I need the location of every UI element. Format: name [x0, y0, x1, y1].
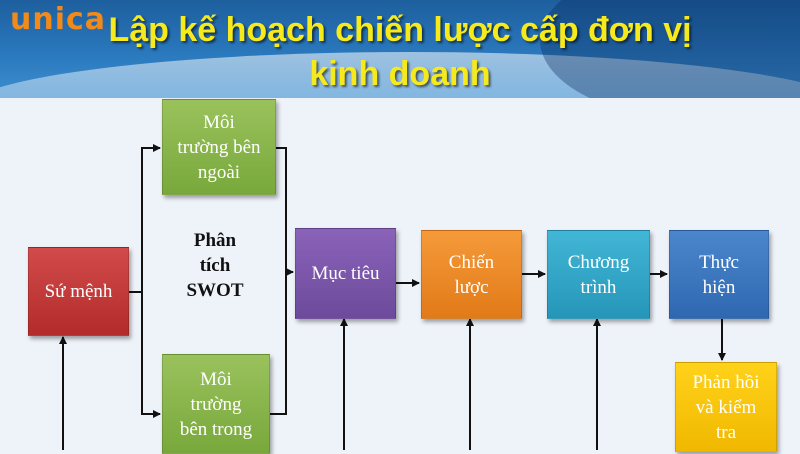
feedback-line-2: và kiểm: [695, 396, 757, 418]
arrow-mission-internal: [141, 292, 161, 418]
title-banner: [0, 0, 800, 98]
internal-line-1: Môi: [200, 368, 232, 390]
arrow-internal-goals: [270, 272, 287, 415]
feedback-line-1: Phản hồi: [692, 371, 760, 393]
program-box: Chương trình: [547, 230, 650, 319]
internal-line-2: trường: [190, 393, 242, 415]
external-line-1: Môi: [203, 111, 235, 133]
feedback-line-3: tra: [715, 421, 737, 443]
arrow-mission-external: [129, 144, 161, 293]
external-line-2: trường bên: [177, 136, 261, 158]
strategy-line-2: lược: [454, 276, 489, 298]
unica-logo: unica: [10, 2, 107, 37]
implementation-line-1: Thực: [699, 251, 739, 273]
strategy-line-1: Chiến: [448, 251, 495, 273]
swot-line-3: SWOT: [186, 280, 244, 301]
internal-line-3: bên trong: [179, 418, 253, 440]
feedback-control-box: Phản hồi và kiểm tra: [675, 362, 777, 452]
title-line-2: kinh doanh: [309, 55, 491, 93]
implementation-line-2: hiện: [702, 276, 736, 298]
goals-label: Mục tiêu: [311, 263, 380, 284]
swot-analysis-label: Phân tích SWOT: [165, 228, 265, 303]
banner-shade: [540, 0, 800, 98]
program-line-1: Chương: [567, 251, 630, 273]
goals-box: Mục tiêu: [295, 228, 396, 319]
external-environment-box: Môi trường bên ngoài: [162, 99, 276, 195]
slide-title: Lập kế hoạch chiến lược cấp đơn vị kinh …: [0, 8, 800, 96]
arrow-external-goals: [276, 147, 294, 276]
swot-line-1: Phân: [193, 230, 237, 251]
title-line-1: Lập kế hoạch chiến lược cấp đơn vị: [108, 11, 692, 49]
implementation-box: Thực hiện: [669, 230, 769, 319]
external-line-3: ngoài: [197, 161, 241, 183]
mission-box: Sứ mệnh: [28, 247, 129, 336]
program-line-2: trình: [580, 276, 617, 298]
strategy-box: Chiến lược: [421, 230, 522, 319]
internal-environment-box: Môi trường bên trong: [162, 354, 270, 454]
swot-line-2: tích: [199, 255, 231, 276]
mission-label: Sứ mệnh: [44, 281, 113, 302]
